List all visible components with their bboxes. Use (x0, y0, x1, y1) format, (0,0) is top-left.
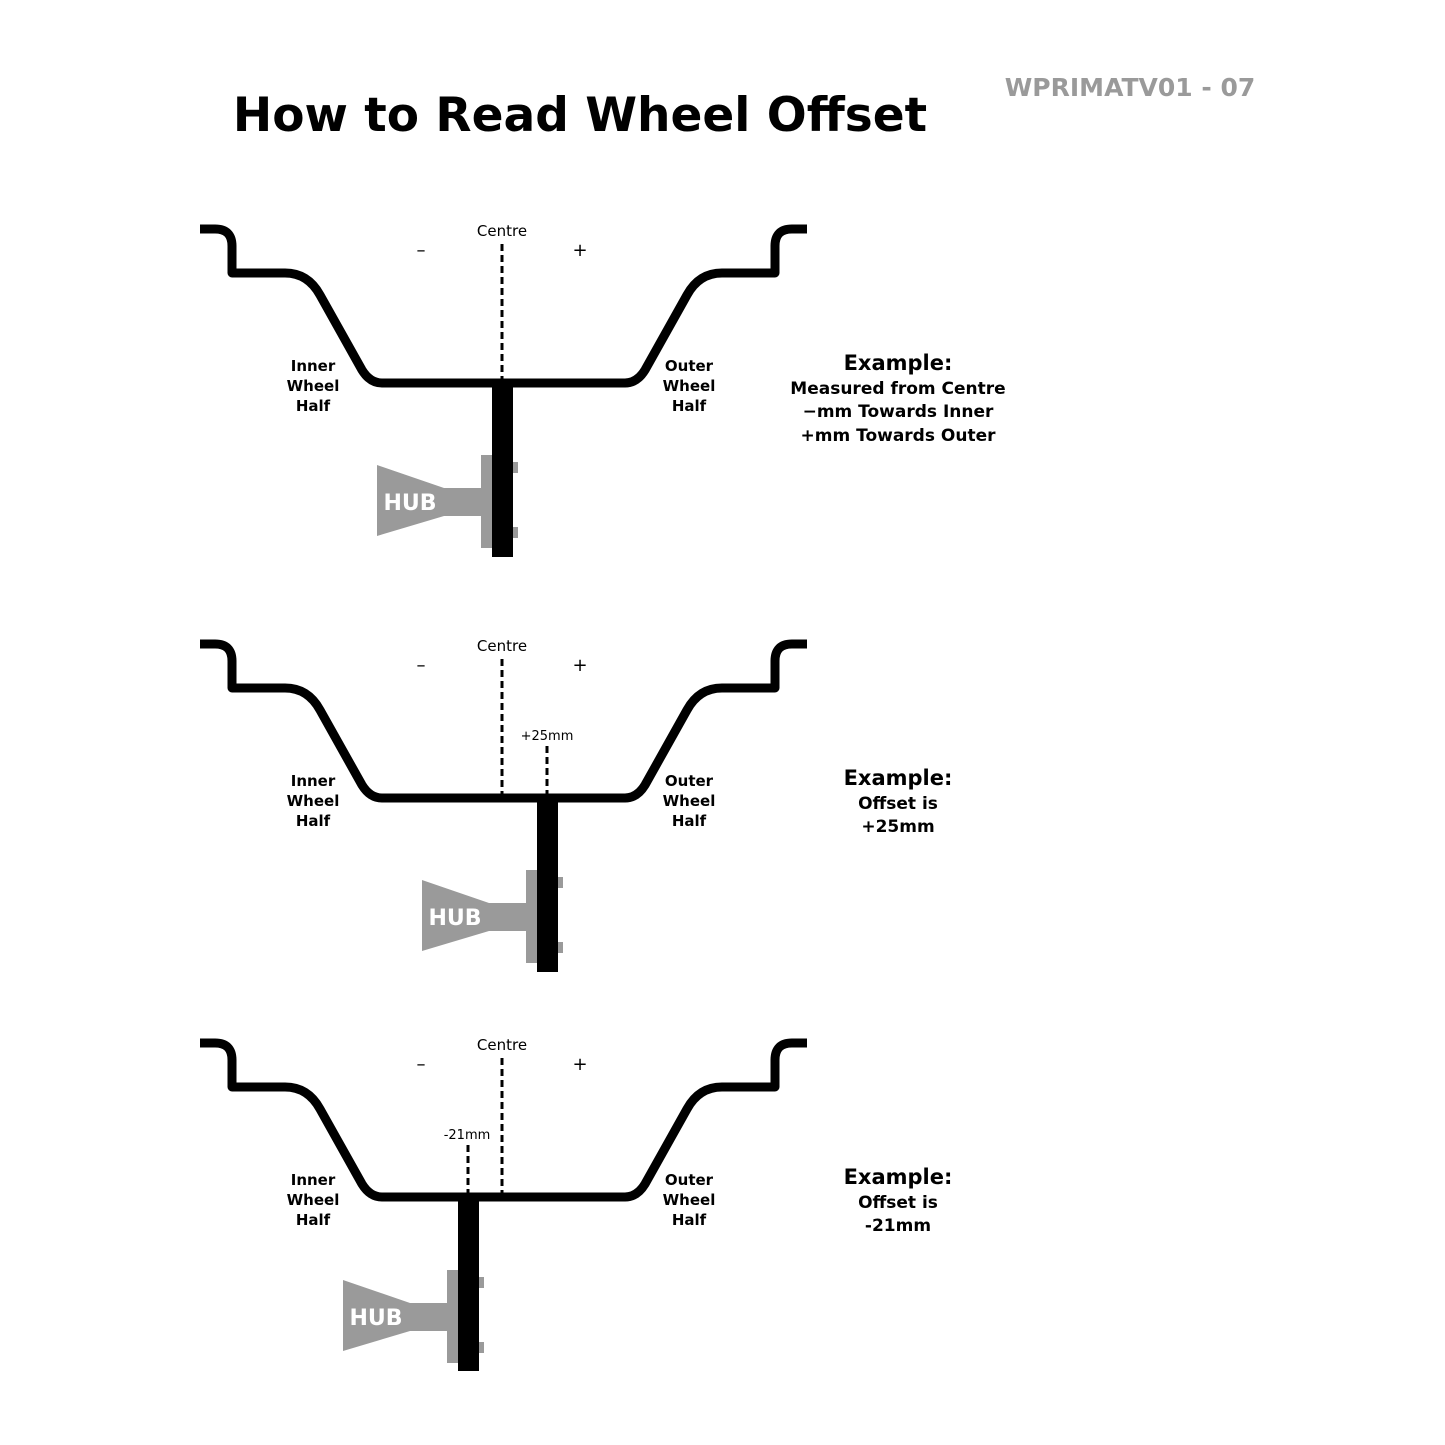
minus-sign: – (417, 1054, 426, 1075)
inner-wheel-half-label: Inner Wheel Half (287, 772, 340, 830)
wheel-rim-profile (200, 639, 807, 803)
svg-text:+25mm: +25mm (861, 817, 934, 837)
plus-sign: + (572, 1054, 587, 1075)
hub-flange (526, 870, 540, 963)
hub-assembly: HUB (377, 383, 518, 557)
hub-label: HUB (349, 1306, 402, 1331)
svg-text:Half: Half (296, 397, 331, 415)
svg-text:Half: Half (296, 1211, 331, 1229)
svg-text:−mm Towards Inner: −mm Towards Inner (803, 402, 994, 422)
mounting-disc (458, 1197, 479, 1371)
svg-text:Wheel: Wheel (287, 1191, 340, 1209)
svg-text:Half: Half (672, 812, 707, 830)
svg-text:Inner: Inner (291, 357, 336, 375)
hub-assembly: HUB (343, 1197, 484, 1371)
hub-label: HUB (428, 906, 481, 931)
example-text: Example: Measured from Centre −mm Toward… (790, 351, 1005, 446)
centre-label: Centre (477, 222, 527, 240)
diagram-positive-offset: Centre – + +25mm Inner Wheel Half Outer … (200, 637, 952, 972)
outer-wheel-half-label: Outer Wheel Half (663, 1171, 716, 1229)
hub-body (377, 465, 481, 536)
svg-text:Wheel: Wheel (287, 377, 340, 395)
svg-text:Wheel: Wheel (663, 1191, 716, 1209)
plus-sign: + (572, 655, 587, 676)
centre-label: Centre (477, 1036, 527, 1054)
plus-sign: + (572, 240, 587, 261)
svg-text:Measured from Centre: Measured from Centre (790, 379, 1005, 399)
svg-text:Offset is: Offset is (858, 1193, 938, 1213)
minus-sign: – (417, 240, 426, 261)
hub-body (422, 880, 526, 951)
svg-text:+mm Towards Outer: +mm Towards Outer (801, 426, 997, 446)
minus-sign: – (417, 655, 426, 676)
svg-text:Inner: Inner (291, 1171, 336, 1189)
hub-body (343, 1280, 447, 1351)
svg-text:Half: Half (672, 1211, 707, 1229)
diagram-centre-offset: Centre – + Inner Wheel Half Outer Wheel … (200, 222, 1006, 557)
centre-label: Centre (477, 637, 527, 655)
svg-text:Outer: Outer (665, 772, 714, 790)
inner-wheel-half-label: Inner Wheel Half (287, 1171, 340, 1229)
svg-text:Outer: Outer (665, 357, 714, 375)
mounting-disc (492, 383, 513, 557)
page-title: How to Read Wheel Offset (233, 88, 927, 143)
hub-flange (481, 455, 495, 548)
outer-wheel-half-label: Outer Wheel Half (663, 772, 716, 830)
svg-text:Example:: Example: (844, 351, 953, 375)
wheel-rim-profile (200, 1038, 807, 1202)
outer-wheel-half-label: Outer Wheel Half (663, 357, 716, 415)
svg-text:Half: Half (296, 812, 331, 830)
offset-label: -21mm (444, 1128, 491, 1143)
svg-text:Outer: Outer (665, 1171, 714, 1189)
example-text: Example: Offset is +25mm (844, 766, 953, 837)
svg-text:Wheel: Wheel (663, 377, 716, 395)
hub-assembly: HUB (422, 798, 563, 972)
svg-text:Half: Half (672, 397, 707, 415)
diagram-negative-offset: Centre – + -21mm Inner Wheel Half Outer … (200, 1036, 952, 1371)
svg-text:Offset is: Offset is (858, 794, 938, 814)
document-code: WPRIMATV01 - 07 (1005, 73, 1256, 102)
svg-text:Example:: Example: (844, 766, 953, 790)
svg-text:Inner: Inner (291, 772, 336, 790)
svg-text:Example:: Example: (844, 1165, 953, 1189)
svg-text:Wheel: Wheel (287, 792, 340, 810)
hub-label: HUB (383, 491, 436, 516)
svg-text:-21mm: -21mm (865, 1216, 931, 1236)
hub-flange (447, 1270, 461, 1363)
svg-text:Wheel: Wheel (663, 792, 716, 810)
example-text: Example: Offset is -21mm (844, 1165, 953, 1236)
offset-label: +25mm (521, 729, 574, 744)
inner-wheel-half-label: Inner Wheel Half (287, 357, 340, 415)
mounting-disc (537, 798, 558, 972)
